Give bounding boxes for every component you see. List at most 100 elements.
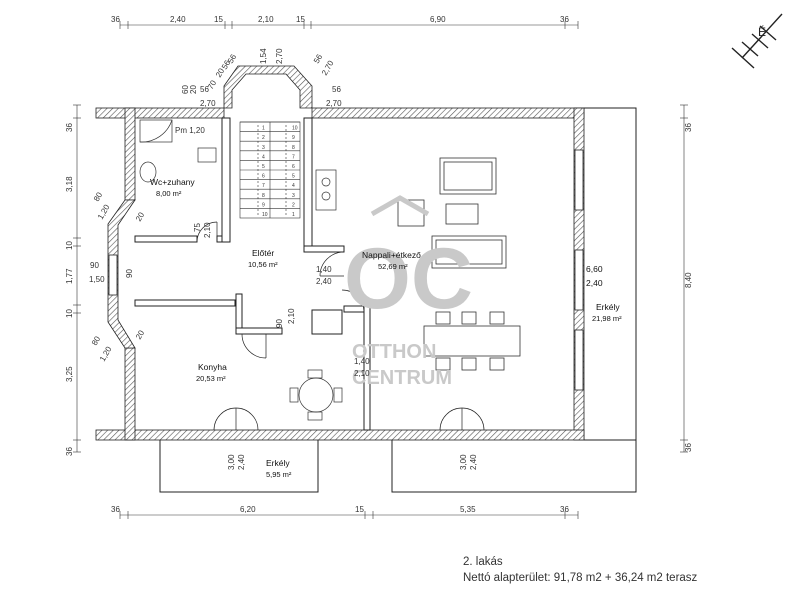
dim-left-4: 1,77 xyxy=(65,268,74,284)
watermark-line2: CENTRUM xyxy=(352,367,452,389)
label-75: 75 xyxy=(193,223,202,232)
dim-bay-7: 20 xyxy=(189,85,198,94)
dim-bayl-8: 1,20 xyxy=(98,345,114,363)
stair-step-number: 1 xyxy=(292,212,295,218)
room-wc-area: 8,00 m² xyxy=(156,189,182,198)
dims-bay-top: 56 1,54 2,70 56 2,70 60 20 56 2,70 56 56… xyxy=(181,48,342,108)
room-eloter-area: 10,56 m² xyxy=(248,260,278,269)
dim-bay-4: 56 xyxy=(312,52,325,65)
dim-bay-2: 1,54 xyxy=(259,48,268,64)
stair-step-number: 7 xyxy=(292,154,295,160)
net-area-text: Nettó alapterület: 91,78 m2 + 36,24 m2 t… xyxy=(463,572,698,584)
fixtures xyxy=(139,119,343,421)
label-300a: 3,00 xyxy=(227,454,236,470)
dim-right-1: 36 xyxy=(684,123,693,132)
dim-bottom-5: 36 xyxy=(560,505,569,514)
dim-left-6: 3,25 xyxy=(65,366,74,382)
label-140a: 1,40 xyxy=(316,265,332,274)
stair-step-number: 3 xyxy=(292,193,295,199)
watermark-line1: OTTHON xyxy=(352,341,436,363)
opening-labels: Pm 1,20 75 2,10 1,40 2,40 90 2,10 1,40 2… xyxy=(175,126,603,470)
stair-step-number: 2 xyxy=(262,135,265,141)
room-konyha-name: Konyha xyxy=(198,362,227,372)
stair-step-number: 4 xyxy=(262,154,265,160)
dim-bayl-4: 90 xyxy=(90,261,99,270)
dim-bay-3: 2,70 xyxy=(275,48,284,64)
dim-right-3: 36 xyxy=(684,443,693,452)
dim-bay-10: 56 xyxy=(332,85,341,94)
dim-bottom-4: 5,35 xyxy=(460,505,476,514)
stair-step-number: 9 xyxy=(292,135,295,141)
label-240c: 2,40 xyxy=(237,454,246,470)
room-labels: Wc+zuhany 8,00 m² Előtér 10,56 m² Nappal… xyxy=(150,177,622,479)
stair-step-number: 5 xyxy=(292,174,295,180)
stair-step-number: 10 xyxy=(262,212,268,218)
dims-top: 36 2,40 15 2,10 15 6,90 36 xyxy=(111,15,569,24)
dim-bayl-5: 1,50 xyxy=(89,275,105,284)
apartment-title: 2. lakás xyxy=(463,556,503,568)
stair-step-number: 5 xyxy=(262,164,265,170)
north-label: É xyxy=(758,24,766,39)
label-240b: 2,40 xyxy=(586,278,603,288)
dim-top-7: 36 xyxy=(560,15,569,24)
dim-bottom-3: 15 xyxy=(355,505,364,514)
dim-bayl-3: 20 xyxy=(134,210,147,223)
dim-right-2: 8,40 xyxy=(684,272,693,288)
room-eloter-name: Előtér xyxy=(252,248,274,258)
label-pm-top: Pm 1,20 xyxy=(175,126,205,135)
label-240d: 2,40 xyxy=(469,454,478,470)
room-erkely-right-name: Erkély xyxy=(596,302,620,312)
windows xyxy=(108,149,584,391)
dim-left-1: 36 xyxy=(65,123,74,132)
stair-step-number: 10 xyxy=(292,126,298,132)
label-240a: 2,40 xyxy=(316,277,332,286)
dim-bayl-7: 80 xyxy=(90,334,103,347)
dim-top-4: 2,10 xyxy=(258,15,274,24)
living-furniture xyxy=(397,157,521,371)
room-nappali-name: Nappali+étkező xyxy=(362,250,421,260)
dim-bayl-6: 90 xyxy=(125,269,134,278)
dim-bay-5: 2,70 xyxy=(320,59,336,77)
dim-bayl-2: 1,20 xyxy=(96,203,112,221)
interior-walls xyxy=(134,117,371,431)
staircase: 1 2 3 4 5 6 7 8 9 10 1 2 3 4 5 6 7 8 9 10 xyxy=(239,121,301,219)
dim-bottom-2: 6,20 xyxy=(240,505,256,514)
stair-step-number: 7 xyxy=(262,183,265,189)
stair-step-number: 6 xyxy=(262,174,265,180)
dim-left-5: 10 xyxy=(65,309,74,318)
dim-bay-6: 60 xyxy=(181,85,190,94)
stair-step-number: 4 xyxy=(292,183,295,189)
stair-step-number: 3 xyxy=(262,145,265,151)
stair-step-number: 8 xyxy=(262,193,265,199)
room-erkely-right-area: 21,98 m² xyxy=(592,314,622,323)
dim-top-2: 2,40 xyxy=(170,15,186,24)
dim-top-1: 36 xyxy=(111,15,120,24)
room-erkely-bottom-name: Erkély xyxy=(266,458,290,468)
label-210c: 2,10 xyxy=(354,369,370,378)
label-300b: 3,00 xyxy=(459,454,468,470)
dim-bayl-9: 20 xyxy=(134,328,147,341)
stair-step-number: 8 xyxy=(292,145,295,151)
dim-left-7: 36 xyxy=(65,447,74,456)
room-wc-name: Wc+zuhany xyxy=(150,177,195,187)
stair-step-number: 6 xyxy=(292,164,295,170)
label-90: 90 xyxy=(275,319,284,328)
dim-bottom-1: 36 xyxy=(111,505,120,514)
stair-step-number: 9 xyxy=(262,202,265,208)
dim-left-2: 3,18 xyxy=(65,176,74,192)
dimension-lines xyxy=(73,21,688,519)
north-arrow: É xyxy=(731,13,783,69)
label-140b: 1,40 xyxy=(354,357,370,366)
label-660: 6,60 xyxy=(586,264,603,274)
dim-bayl-1: 80 xyxy=(92,190,105,203)
stair-step-number: 1 xyxy=(262,126,265,132)
room-konyha-area: 20,53 m² xyxy=(196,374,226,383)
dims-bottom: 36 6,20 15 5,35 36 xyxy=(111,505,569,514)
stair-step-number: 2 xyxy=(292,202,295,208)
terraces xyxy=(159,107,637,493)
dims-left: 36 3,18 10 1,77 10 3,25 36 xyxy=(65,123,74,456)
dim-top-3: 15 xyxy=(214,15,223,24)
label-210b: 2,10 xyxy=(287,308,296,324)
dim-left-3: 10 xyxy=(65,241,74,250)
